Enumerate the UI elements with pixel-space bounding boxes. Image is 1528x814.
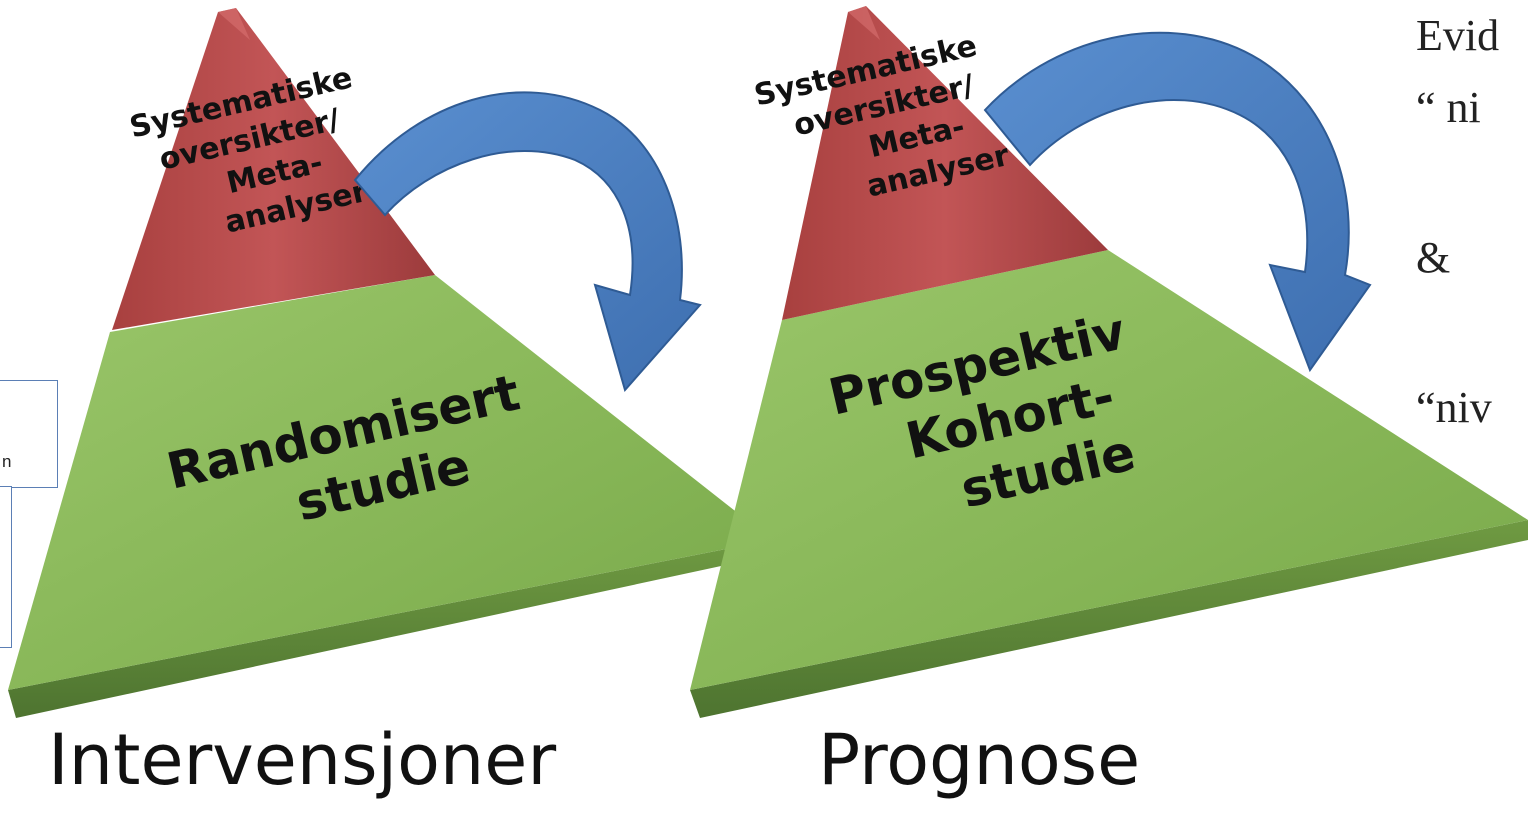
- right-pyramid-top-section: [782, 6, 1108, 320]
- left-fragment-text: n: [2, 452, 12, 471]
- left-fragment-box-top: [0, 380, 58, 488]
- side-text-line-2: “ ni: [1416, 83, 1481, 132]
- left-pyramid-bottom-section: [8, 275, 772, 690]
- left-fragment-box-bottom: [0, 486, 12, 648]
- left-caption: Intervensjoner: [48, 719, 557, 801]
- right-pyramid-base: [690, 520, 1528, 718]
- side-text-line-3: &: [1416, 233, 1451, 282]
- left-pyramid-top-section: [112, 8, 435, 330]
- left-pyramid-base: [8, 540, 772, 718]
- left-pyramid: Systematiske oversikter/ Meta- analyser …: [8, 8, 772, 718]
- curved-arrow-icon: [353, 91, 702, 393]
- right-pyramid-bottom-section: [690, 250, 1528, 690]
- right-caption: Prognose: [818, 719, 1141, 801]
- side-text-line-1: Evid: [1416, 11, 1500, 60]
- curved-arrow-icon: [983, 31, 1372, 373]
- side-text-line-4: “niv: [1416, 383, 1492, 432]
- right-pyramid: Systematiske oversikter/ Meta- analyser …: [690, 6, 1528, 718]
